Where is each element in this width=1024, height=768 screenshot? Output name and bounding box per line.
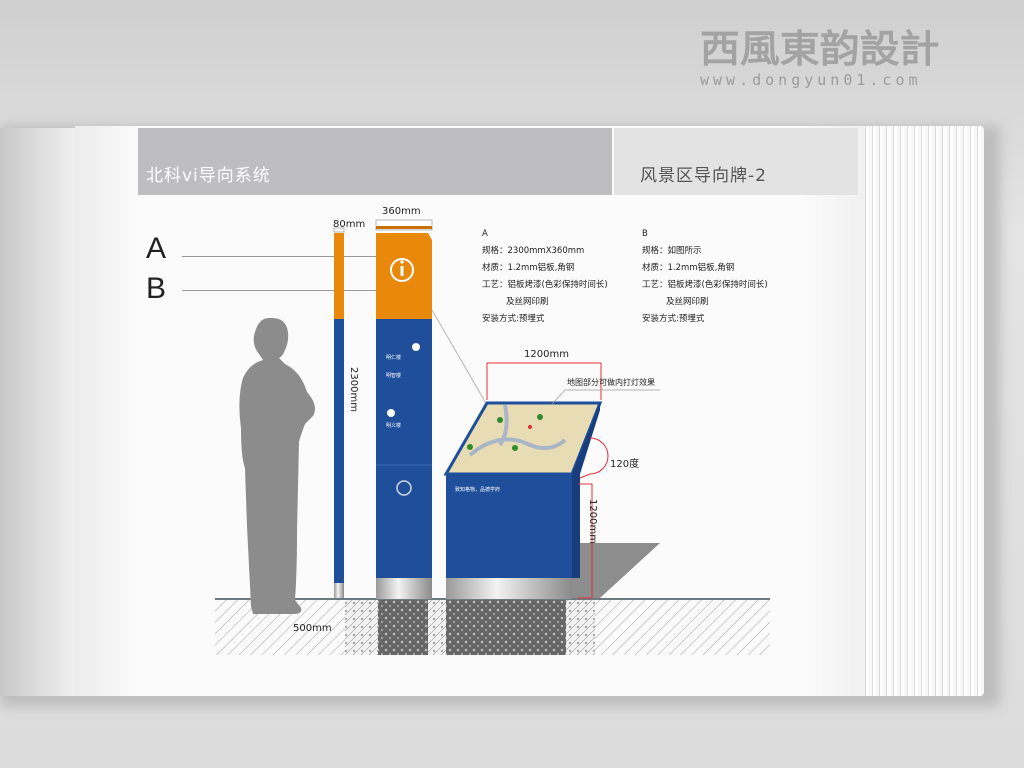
foundation-a (378, 600, 428, 655)
map-note-leader (551, 389, 566, 405)
sign-item: 明智楼 (386, 373, 402, 379)
spec-line: 工艺：铝板烤漆(色彩保持时间长) (482, 280, 608, 290)
map-side-face (572, 403, 600, 578)
dim-sign-height: 2300mm (347, 367, 359, 412)
spec-line: 材质：1.2mm铝板,角钢 (642, 263, 735, 273)
leader-line-a (182, 256, 382, 257)
spec-line: 及丝网印刷 (506, 297, 549, 307)
arrow-icon (412, 343, 420, 351)
spec-line: 规格：2300mmX360mm (482, 246, 585, 256)
sign-orange-panel (376, 233, 432, 319)
header-right-title: 风景区导向牌-2 (640, 166, 767, 186)
header-right: 风景区导向牌-2 (614, 128, 858, 195)
leader-line-b (182, 290, 378, 291)
label-b: B (146, 272, 167, 305)
arrow-icon (387, 409, 395, 417)
spec-b-title: B (642, 229, 648, 239)
sign-shadow (572, 543, 660, 598)
emblem-icon (396, 480, 412, 496)
dim-sign-width: 360mm (382, 206, 421, 217)
watermark: 西風東韵設計 www.dongyun01.com (700, 18, 939, 89)
spec-a-title: A (482, 229, 488, 239)
leader-line (431, 309, 488, 406)
header-left-title: 北科vi导向系统 (146, 166, 271, 186)
pole-side-orange (334, 233, 344, 319)
sign-slogan: 致知格物，品德学府 (455, 487, 501, 493)
spec-line: 安装方式:预埋式 (482, 314, 545, 324)
map-river (468, 404, 567, 457)
map-base (446, 578, 572, 599)
header-left: 北科vi导向系统 (138, 128, 612, 195)
dim-angle-arc (579, 437, 609, 479)
spec-line: 规格：如图所示 (642, 246, 702, 256)
dim-map-width-label: 1200mm (524, 349, 569, 360)
sign-base (376, 578, 432, 599)
foundation-b (446, 600, 566, 655)
sign-item: 明仁楼 (386, 355, 402, 361)
spec-line: 安装方式:预埋式 (642, 314, 705, 324)
sign-top-view (375, 219, 433, 231)
watermark-logo: 西風東韵設計 (700, 27, 940, 71)
sign-item: 明义楼 (386, 423, 402, 429)
spec-line: 及丝网印刷 (666, 297, 709, 307)
pole-side-base (334, 583, 344, 598)
map-front-face (446, 474, 572, 578)
watermark-url: www.dongyun01.com (700, 71, 922, 89)
page-stack (862, 126, 984, 696)
dim-map-width (486, 362, 602, 400)
left-page-edge (0, 128, 80, 696)
person-silhouette (239, 318, 315, 614)
sign-blue-panel (376, 319, 432, 580)
map-note: 地图部分可做内打灯效果 (567, 378, 655, 387)
spec-line: 工艺：铝板烤漆(色彩保持时间长) (642, 280, 768, 290)
info-icon (390, 258, 414, 282)
dim-map-height (578, 483, 593, 599)
dim-map-height-label: 1200mm (586, 499, 598, 544)
label-a: A (146, 232, 167, 265)
spec-b: B 规格：如图所示 材质：1.2mm铝板,角钢 工艺：铝板烤漆(色彩保持时间长)… (642, 226, 768, 328)
dim-foundation-label: 500mm (293, 623, 332, 634)
dim-pole-width: 80mm (333, 219, 366, 230)
spec-line: 材质：1.2mm铝板,角钢 (482, 263, 575, 273)
dim-angle-label: 120度 (610, 459, 640, 470)
spec-a: A 规格：2300mmX360mm 材质：1.2mm铝板,角钢 工艺：铝板烤漆(… (482, 226, 608, 328)
pole-side-blue (334, 319, 344, 583)
